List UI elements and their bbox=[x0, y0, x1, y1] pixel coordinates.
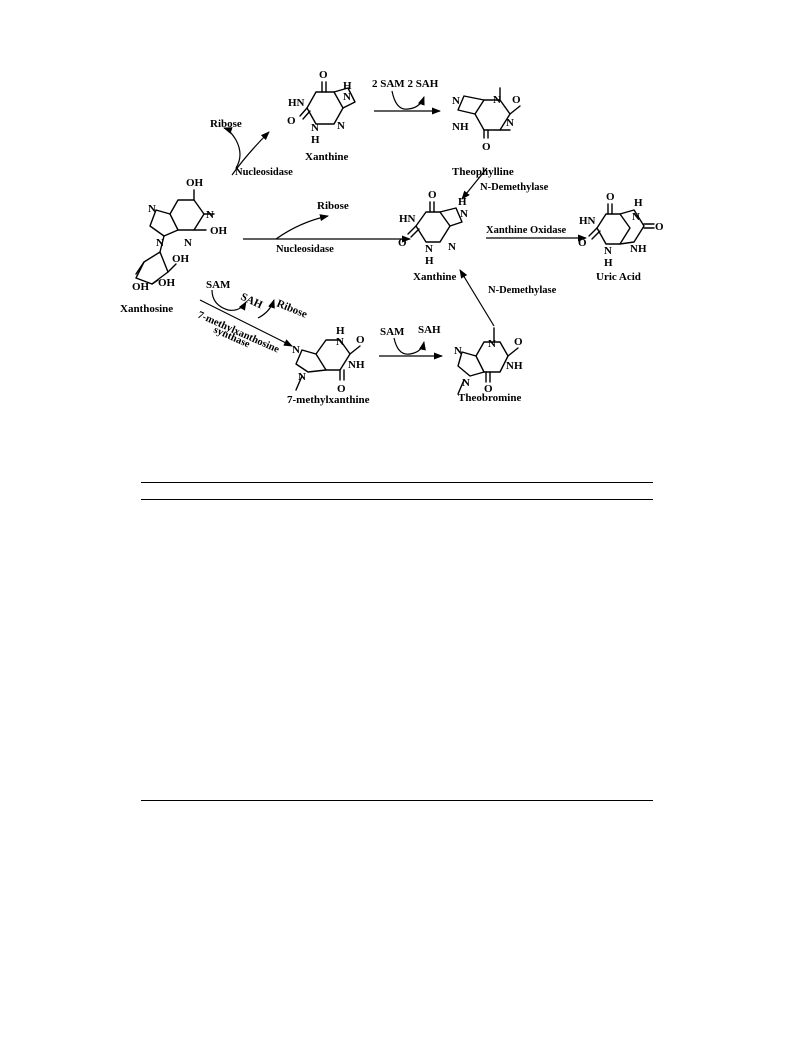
uric-acid-h7: H bbox=[634, 197, 643, 209]
methylxanthine-structure: H N O NH N N O bbox=[292, 325, 365, 395]
xanthine-center-n3h: H bbox=[425, 255, 434, 267]
uric-acid-o6: O bbox=[606, 191, 615, 203]
xanthosine-n9: N bbox=[156, 237, 164, 249]
xanthine-top-n3h: H bbox=[311, 134, 320, 146]
xanthine-top-n9: N bbox=[337, 120, 345, 132]
theobromine-nh: NH bbox=[506, 360, 523, 372]
methylxanthine-synthase-line1: 7-methylxanthosine bbox=[196, 310, 281, 356]
xanthine-center-n3: N bbox=[425, 243, 433, 255]
arrow-xanthosine-to-xanthine-top bbox=[231, 131, 270, 176]
xanthosine-n7: N bbox=[148, 203, 156, 215]
xanthosine-n1: N bbox=[206, 209, 214, 221]
ribose-middle-label: Ribose bbox=[317, 200, 349, 212]
xanthosine-oh-2prime: OH bbox=[172, 253, 190, 265]
theobromine-o6: O bbox=[484, 383, 493, 395]
theophylline-structure: N N O N NH O bbox=[452, 87, 521, 153]
nucleosidase-middle-label: Nucleosidase bbox=[276, 244, 334, 255]
xanthine-top-n7: N bbox=[343, 91, 351, 103]
arrow-xanthosine-to-methylxanthine bbox=[199, 299, 293, 347]
xanthine-top-label: Xanthine bbox=[305, 151, 349, 163]
methylxanthine-h3: H bbox=[336, 325, 345, 337]
xanthosine-oh6: OH bbox=[186, 177, 204, 189]
arrow-sam-sah-right bbox=[393, 337, 426, 355]
xanthine-top-hn: HN bbox=[288, 97, 305, 109]
nucleosidase-top-label: Nucleosidase bbox=[235, 167, 293, 178]
xanthosine-structure: OH N OH N N N OH OH OH bbox=[132, 177, 228, 293]
theophylline-n1: N bbox=[493, 94, 501, 106]
arrow-ribose-release-middle bbox=[275, 214, 329, 240]
theobromine-structure: N O NH N N O bbox=[454, 327, 523, 395]
arrow-sam-sah-lower bbox=[211, 289, 247, 311]
methylxanthine-label: 7-methylxanthine bbox=[287, 394, 370, 406]
n-demethylase-upper-label: N-Demethylase bbox=[480, 182, 549, 193]
uric-acid-o8: O bbox=[655, 221, 664, 233]
xanthine-center-o6: O bbox=[428, 189, 437, 201]
theophylline-o2: O bbox=[512, 94, 521, 106]
xanthosine-oh-3prime: OH bbox=[158, 277, 176, 289]
ribose-top-label: Ribose bbox=[210, 118, 242, 130]
xanthine-center-n9: N bbox=[448, 241, 456, 253]
xanthine-top-h7: H bbox=[343, 80, 352, 92]
xanthine-center-hn: HN bbox=[399, 213, 416, 225]
theophylline-nh: NH bbox=[452, 121, 469, 133]
n-demethylase-lower-label: N-Demethylase bbox=[488, 285, 557, 296]
xanthine-center-structure: O HN O N H H N N bbox=[398, 189, 468, 267]
theobromine-n3: N bbox=[488, 338, 496, 350]
table-top-rule bbox=[141, 482, 653, 483]
uric-acid-o2: O bbox=[578, 237, 587, 249]
uric-acid-hn: HN bbox=[579, 215, 596, 227]
theobromine-n7: N bbox=[462, 377, 470, 389]
sah-lower-label: SAH bbox=[239, 291, 265, 312]
xanthine-oxidase-label: Xanthine Oxidase bbox=[486, 225, 567, 236]
theophylline-o6: O bbox=[482, 141, 491, 153]
methylxanthine-n3: N bbox=[336, 336, 344, 348]
arrow-theophylline-to-xanthine bbox=[461, 167, 488, 200]
sam-right-label: SAM bbox=[380, 326, 405, 338]
arrow-ribose-release-top bbox=[223, 127, 241, 169]
theophylline-n3: N bbox=[506, 117, 514, 129]
uric-acid-structure: O HN O N H H N O NH bbox=[578, 191, 664, 269]
methylxanthine-n7: N bbox=[298, 371, 306, 383]
sah-right-label: SAH bbox=[418, 324, 441, 336]
xanthine-top-structure: O HN O N H H N N bbox=[287, 69, 356, 146]
xanthine-top-o6: O bbox=[319, 69, 328, 81]
xanthosine-label: Xanthosine bbox=[120, 303, 173, 315]
xanthine-center-o2: O bbox=[398, 237, 407, 249]
xanthosine-n3: N bbox=[184, 237, 192, 249]
arrow-sam-sah-top bbox=[391, 90, 425, 110]
arrow-theobromine-to-xanthine bbox=[459, 269, 495, 327]
xanthosine-oh-5prime: OH bbox=[132, 281, 150, 293]
uric-acid-n3h: H bbox=[604, 257, 613, 269]
theophylline-label: Theophylline bbox=[452, 166, 514, 178]
uric-acid-n7: N bbox=[632, 211, 640, 223]
methylxanthine-o2: O bbox=[356, 334, 365, 346]
uric-acid-nh: NH bbox=[630, 243, 647, 255]
theobromine-n9: N bbox=[454, 345, 462, 357]
sam-sah-top-label: 2 SAM 2 SAH bbox=[372, 78, 439, 90]
sam-lower-label: SAM bbox=[206, 279, 231, 291]
ribose-lower-label: Ribose bbox=[275, 298, 309, 321]
table-bottom-rule bbox=[141, 800, 653, 801]
theobromine-o2: O bbox=[514, 336, 523, 348]
xanthine-center-label: Xanthine bbox=[413, 271, 457, 283]
uric-acid-n3: N bbox=[604, 245, 612, 257]
methylxanthine-nh: NH bbox=[348, 359, 365, 371]
uric-acid-label: Uric Acid bbox=[596, 271, 641, 283]
xanthosine-oh2: OH bbox=[210, 225, 228, 237]
theobromine-label: Theobromine bbox=[458, 392, 521, 404]
xanthine-top-n3: N bbox=[311, 122, 319, 134]
arrow-ribose-release-lower bbox=[257, 299, 275, 319]
xanthine-center-h7: H bbox=[458, 196, 467, 208]
xanthine-center-n7: N bbox=[460, 208, 468, 220]
methylxanthine-n9: N bbox=[292, 344, 300, 356]
methylxanthine-o6: O bbox=[337, 383, 346, 395]
table-header-rule bbox=[141, 499, 653, 500]
theophylline-n7: N bbox=[452, 95, 460, 107]
xanthine-top-o2: O bbox=[287, 115, 296, 127]
